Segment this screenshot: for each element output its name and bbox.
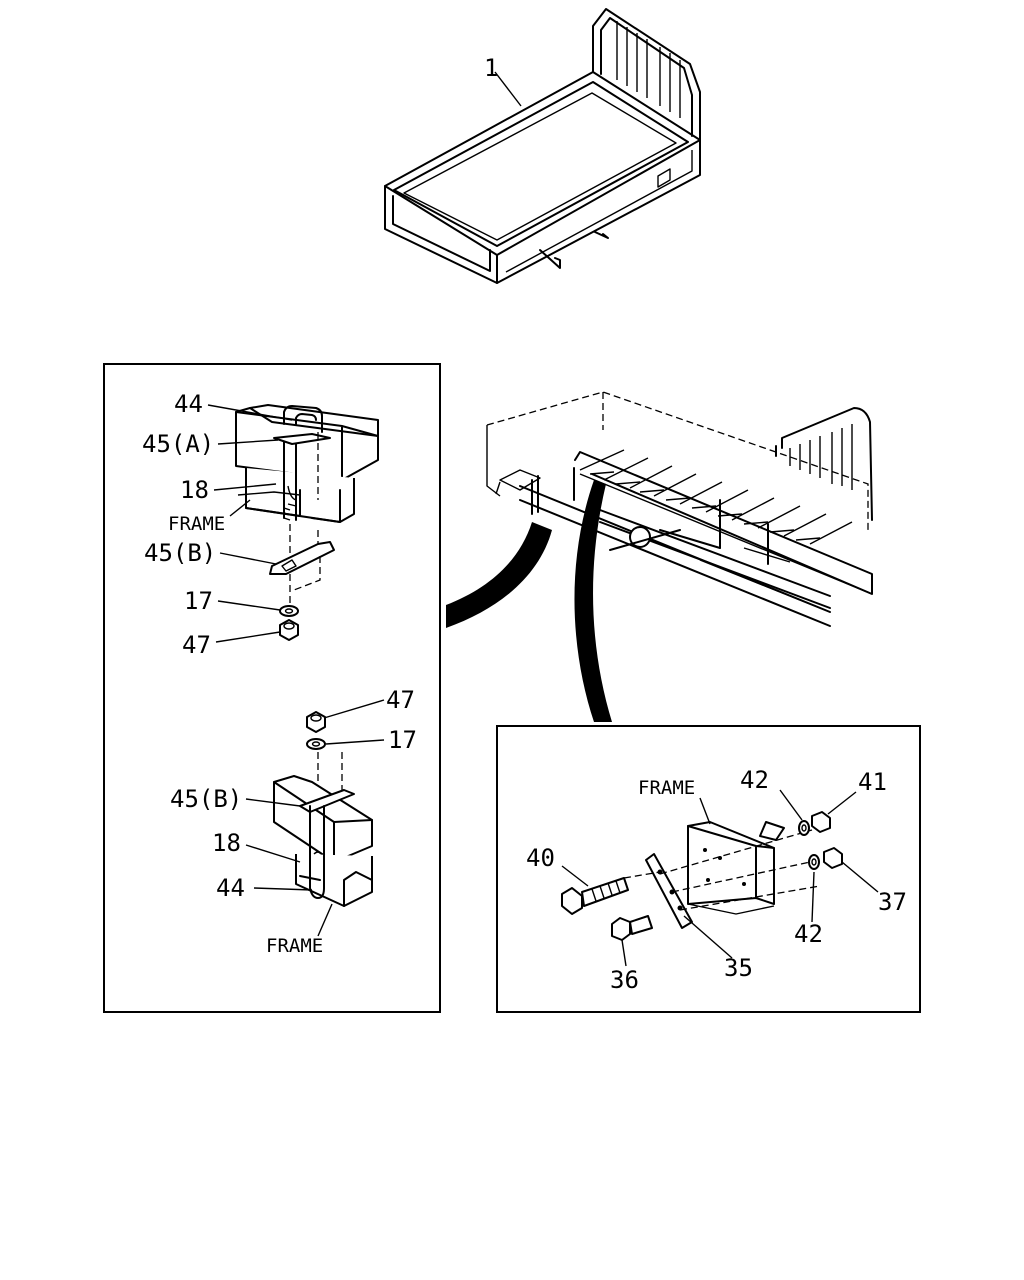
cargo-bed-illustration — [384, 8, 701, 284]
connector-band-right — [574, 480, 612, 722]
leader-frame-upper — [229, 499, 251, 517]
leader-44-lower — [253, 887, 313, 891]
leader-45b-upper — [219, 552, 277, 565]
leader-41 — [827, 791, 857, 815]
leader-17-lower — [325, 739, 385, 745]
leader-frame-bracket — [699, 797, 711, 825]
callout-40: 40 — [526, 844, 555, 872]
leader-47-lower — [323, 699, 385, 719]
callout-44-upper: 44 — [174, 390, 203, 418]
leader-42-top — [779, 789, 803, 821]
clamp-detail-box — [103, 363, 441, 1013]
callout-44-lower: 44 — [216, 874, 245, 902]
bracket-assembly — [561, 811, 843, 941]
leader-45b-lower — [245, 798, 301, 807]
callout-47-upper: 47 — [182, 631, 211, 659]
callout-45b-lower: 45(B) — [170, 785, 242, 813]
callout-frame-lower: FRAME — [266, 935, 323, 957]
upper-clamp-assembly — [235, 404, 379, 641]
callout-35: 35 — [724, 954, 753, 982]
bracket-detail-box — [496, 725, 921, 1013]
chassis-underside-illustration — [486, 391, 873, 627]
leader-45a — [217, 439, 279, 445]
callout-42-bottom: 42 — [794, 920, 823, 948]
callout-41: 41 — [858, 768, 887, 796]
leader-36 — [621, 939, 627, 967]
leader-1 — [494, 71, 522, 107]
callout-17-upper: 17 — [184, 587, 213, 615]
leader-frame-lower — [317, 903, 333, 937]
leader-18-lower — [245, 844, 301, 863]
leader-44-upper — [207, 404, 293, 421]
callout-47-lower: 47 — [386, 686, 415, 714]
callout-45a: 45(A) — [142, 430, 214, 458]
callout-1: 1 — [484, 54, 498, 82]
callout-42-top: 42 — [740, 766, 769, 794]
callout-18-upper: 18 — [180, 476, 209, 504]
lower-clamp-assembly — [273, 711, 373, 907]
leader-18-upper — [213, 483, 277, 491]
connector-band-left — [446, 522, 552, 628]
leader-47-upper — [215, 631, 281, 643]
leader-35 — [683, 915, 733, 959]
callout-37: 37 — [878, 888, 907, 916]
callout-36: 36 — [610, 966, 639, 994]
callout-frame-bracket: FRAME — [638, 777, 695, 799]
leader-40 — [561, 865, 589, 887]
leader-37 — [841, 861, 879, 893]
leader-17-upper — [217, 600, 281, 611]
callout-frame-upper: FRAME — [168, 513, 225, 535]
callout-17-lower: 17 — [388, 726, 417, 754]
callout-45b-upper: 45(B) — [144, 539, 216, 567]
callout-18-lower: 18 — [212, 829, 241, 857]
leader-42-bottom — [811, 871, 815, 923]
